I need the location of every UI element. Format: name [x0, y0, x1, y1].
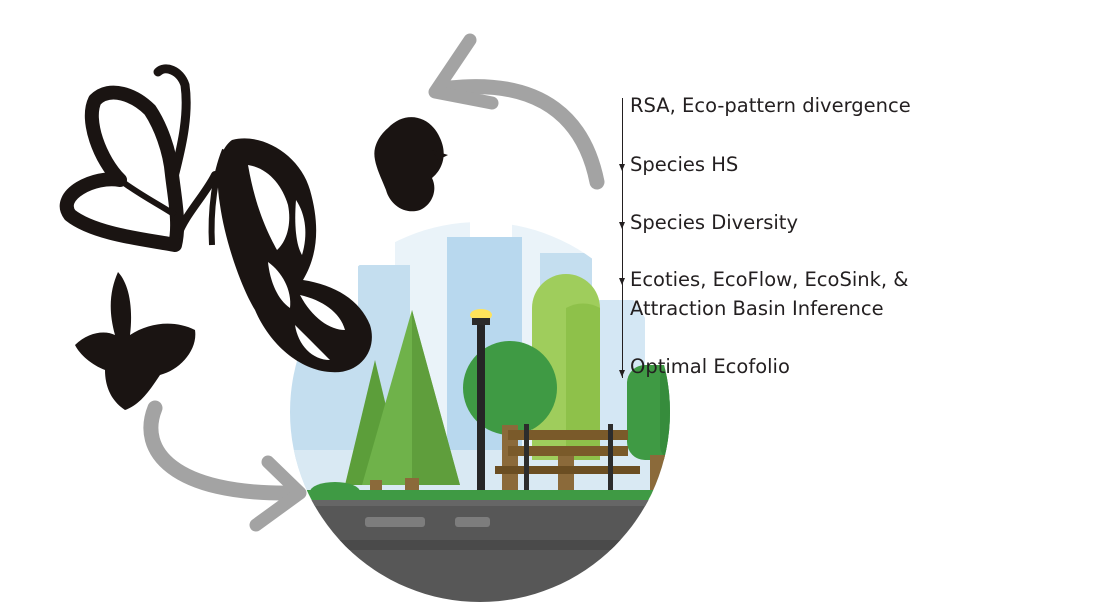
step-optimal-ecofolio: Optimal Ecofolio: [630, 355, 790, 378]
cycle-arrow-bottom: [143, 400, 307, 532]
bush: [655, 480, 670, 500]
city-park-globe: [290, 222, 670, 602]
arrow-down-icon: [619, 164, 625, 171]
arrow-down-icon: [619, 370, 625, 377]
step-species-hs: Species HS: [630, 153, 739, 176]
step-species-diversity: Species Diversity: [630, 211, 798, 234]
park-bench: [495, 424, 640, 502]
butterfly-outline-icon: [60, 64, 219, 252]
lamp-post: [470, 309, 492, 500]
flow-line: [622, 98, 624, 378]
butterfly-large-icon: [208, 138, 372, 373]
arrow-down-icon: [619, 222, 625, 229]
road-marking: [365, 517, 425, 527]
step-ecoties-line1: Ecoties, EcoFlow, EcoSink, &: [630, 268, 909, 291]
step-ecoties-line2: Attraction Basin Inference: [630, 297, 884, 320]
step-rsa: RSA, Eco-pattern divergence: [630, 94, 911, 117]
arrow-down-icon: [619, 278, 625, 285]
cycle-arrow-top: [428, 33, 605, 190]
butterfly-small-icon: [374, 117, 448, 212]
road-marking: [455, 517, 490, 527]
process-steps: RSA, Eco-pattern divergence Species HS S…: [618, 88, 958, 388]
round-tree: [463, 341, 557, 435]
butterfly-silhouette-icon: [75, 272, 196, 410]
